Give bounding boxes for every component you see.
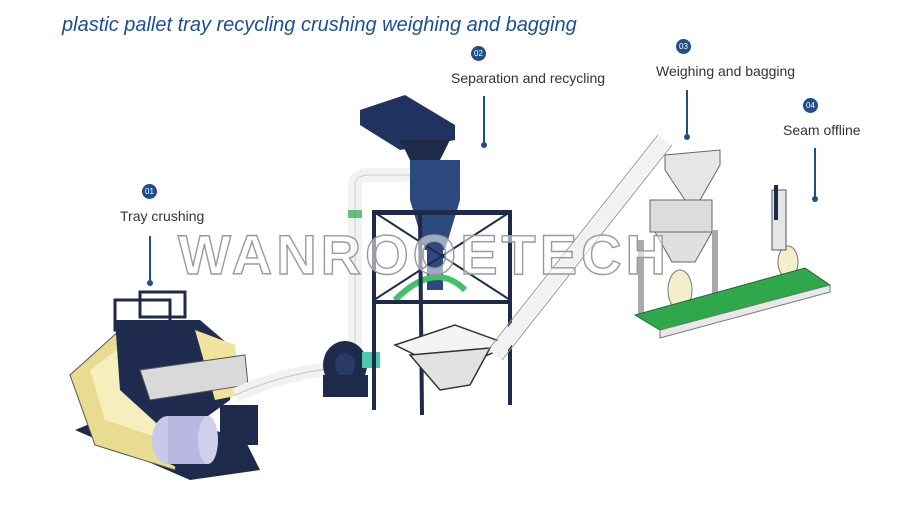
- step-number-badge: 03: [676, 39, 691, 54]
- tray-crusher: [69, 290, 260, 480]
- separator-cyclone: [323, 95, 512, 416]
- step-label: Tray crushing: [120, 208, 205, 224]
- step-label: Separation and recycling: [451, 70, 606, 86]
- page-title: plastic pallet tray recycling crushing w…: [62, 14, 577, 36]
- step-number-badge: 01: [142, 184, 157, 199]
- pointer-line: [147, 236, 153, 286]
- step-number-badge: 04: [803, 98, 818, 113]
- step-label: Seam offline: [783, 122, 861, 138]
- weighing-bagging-machine: [633, 149, 832, 339]
- pointer-line: [812, 148, 818, 202]
- step-number-badge: 02: [471, 46, 486, 61]
- pointer-line: [684, 90, 690, 140]
- screw-conveyor: [487, 134, 673, 361]
- watermark: WANROOETECH: [177, 222, 670, 286]
- pointer-line: [481, 96, 487, 148]
- step-label: Weighing and bagging: [656, 63, 796, 79]
